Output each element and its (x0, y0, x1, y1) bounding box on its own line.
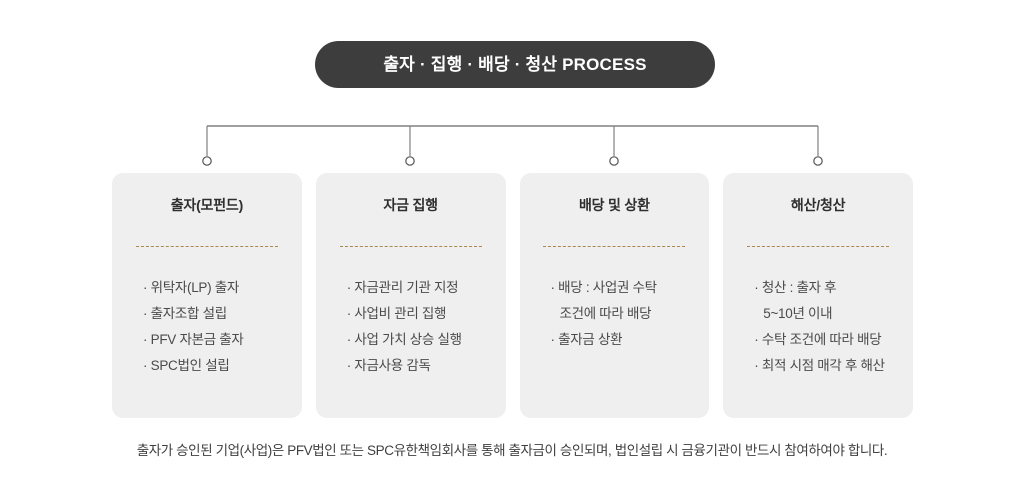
process-card-3: 배당 및 상환 · 배당 : 사업권 수탁 조건에 따라 배당 · 출자금 상환 (519, 173, 710, 418)
card-item-list: · 배당 : 사업권 수탁 조건에 따라 배당 · 출자금 상환 (520, 275, 710, 353)
list-item: · 출자금 상환 (550, 331, 623, 347)
circle-node-icon (202, 156, 212, 166)
list-item: · 자금사용 감독 (346, 357, 431, 373)
process-card-4: 해산/청산 · 청산 : 출자 후 5~10년 이내 · 수탁 조건에 따라 배… (723, 173, 913, 418)
list-item: · 자금관리 기관 지정 (346, 279, 459, 295)
card-title: 자금 집행 (383, 197, 438, 213)
list-item: · PFV 자본금 출자 (143, 331, 244, 347)
card-divider (135, 245, 278, 247)
circle-node-icon (405, 156, 415, 166)
page-title: 출자 · 집행 · 배당 · 청산 PROCESS (383, 55, 647, 74)
circle-node-icon (609, 156, 619, 166)
card-title: 해산/청산 (790, 197, 846, 213)
card-title: 배당 및 상환 (578, 197, 650, 213)
list-item: · 사업비 관리 집행 (346, 305, 447, 321)
card-title: 출자(모펀드) (170, 197, 244, 213)
process-card-1: 출자(모펀드) · 위탁자(LP) 출자 · 출자조합 설립 · PFV 자본금… (112, 173, 302, 418)
card-item-list: · 자금관리 기관 지정 · 사업비 관리 집행 · 사업 가치 상승 실행 ·… (316, 275, 506, 379)
list-item: · 배당 : 사업권 수탁 조건에 따라 배당 (550, 279, 658, 321)
circle-node-icon (813, 156, 823, 166)
list-item: · SPC법인 설립 (143, 357, 230, 373)
list-item: · 사업 가치 상승 실행 (346, 331, 462, 347)
connector-diagram (202, 125, 823, 166)
list-item: · 수탁 조건에 따라 배당 (754, 331, 882, 347)
card-item-list: · 위탁자(LP) 출자 · 출자조합 설립 · PFV 자본금 출자 · SP… (112, 275, 302, 379)
card-divider (747, 245, 890, 247)
footer-note: 출자가 승인된 기업(사업)은 PFV법인 또는 SPC유한책임회사를 통해 출… (136, 443, 888, 458)
process-card-row: 출자(모펀드) · 위탁자(LP) 출자 · 출자조합 설립 · PFV 자본금… (112, 173, 913, 418)
card-item-list: · 청산 : 출자 후 5~10년 이내 · 수탁 조건에 따라 배당 · 최적… (723, 275, 913, 379)
list-item: · 청산 : 출자 후 5~10년 이내 (754, 279, 837, 321)
process-title-pill: 출자 · 집행 · 배당 · 청산 PROCESS (315, 41, 715, 88)
process-card-2: 자금 집행 · 자금관리 기관 지정 · 사업비 관리 집행 · 사업 가치 상… (315, 173, 506, 418)
card-divider (339, 245, 482, 247)
list-item: · 위탁자(LP) 출자 (143, 279, 240, 295)
card-divider (543, 245, 686, 247)
list-item: · 출자조합 설립 (143, 305, 227, 321)
list-item: · 최적 시점 매각 후 해산 (754, 357, 885, 373)
